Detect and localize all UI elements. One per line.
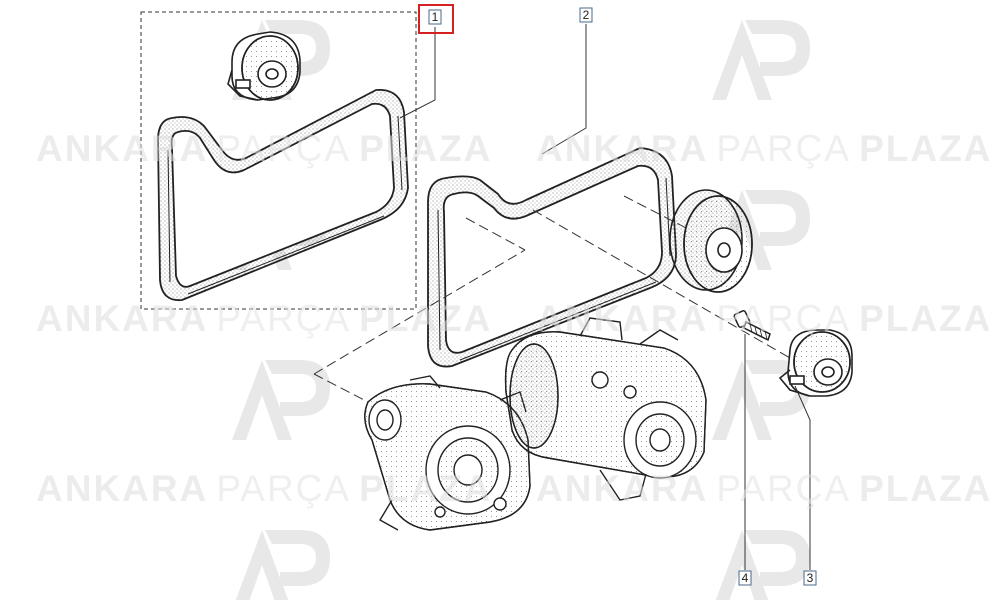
watermark-bold-b: PLAZA — [359, 128, 492, 169]
ac-compressor — [504, 317, 707, 501]
watermark-bold-a: ANKARA — [36, 128, 208, 169]
watermark-bold-a: ANKARA — [536, 128, 708, 169]
kit-frame — [140, 11, 417, 310]
callout-box — [738, 570, 752, 586]
watermark-light: PARÇA — [216, 468, 351, 509]
watermark-logo — [712, 20, 810, 100]
callout-label: 1 — [432, 10, 439, 24]
watermark-logo — [232, 360, 330, 440]
leader-lines — [399, 24, 811, 570]
watermark-light: PARÇA — [716, 128, 851, 169]
callout-label: 4 — [742, 571, 749, 585]
ribbed-belt-kit — [157, 89, 409, 302]
watermark-bold-b: PLAZA — [859, 298, 992, 339]
watermark-bold-b: PLAZA — [359, 298, 492, 339]
bolt — [733, 310, 771, 342]
watermark-logo — [715, 530, 810, 600]
tensioner-pulley — [778, 329, 853, 397]
watermark-bold-b: PLAZA — [859, 468, 992, 509]
watermark-logo — [235, 530, 330, 600]
callout-box — [579, 7, 593, 23]
callout-box — [803, 570, 817, 586]
callout-2[interactable]: 2 — [579, 7, 593, 23]
watermark-bold-b: PLAZA — [359, 468, 492, 509]
watermark-bold-a: ANKARA — [36, 298, 208, 339]
callout-label: 2 — [583, 8, 590, 22]
callout-highlight-frame — [418, 4, 454, 34]
watermark-light: PARÇA — [216, 298, 351, 339]
watermark-light: PARÇA — [716, 298, 851, 339]
ribbed-belt-main — [427, 147, 677, 368]
callout-4[interactable]: 4 — [738, 570, 752, 586]
watermark-bold-a: ANKARA — [536, 468, 708, 509]
callout-3[interactable]: 3 — [803, 570, 817, 586]
watermark-bold-b: PLAZA — [859, 128, 992, 169]
watermark-light: PARÇA — [716, 468, 851, 509]
alternator — [364, 375, 531, 531]
tensioner-pulley-small — [227, 31, 301, 101]
watermark-bold-a: ANKARA — [536, 298, 708, 339]
watermark-bold-a: ANKARA — [36, 468, 208, 509]
callout-label: 3 — [807, 571, 814, 585]
callout-box — [428, 9, 442, 25]
crankshaft-pulley — [669, 189, 753, 293]
callout-1[interactable]: 1 — [418, 4, 454, 34]
watermark-light: PARÇA — [216, 128, 351, 169]
